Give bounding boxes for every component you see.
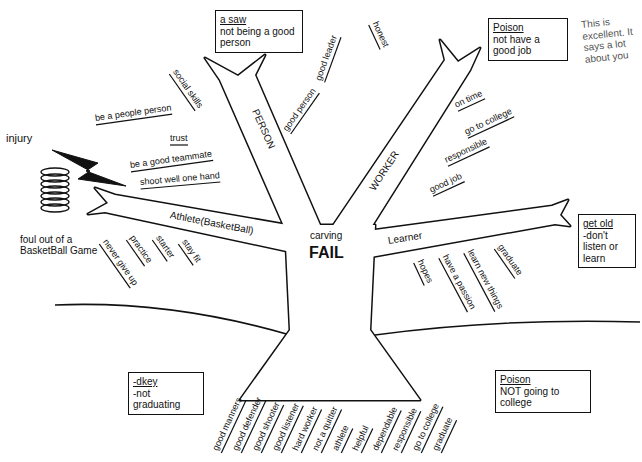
branch-fill: [88, 188, 305, 255]
twig-label: good person: [281, 86, 318, 133]
twig-label: shoot well one hand: [140, 170, 221, 187]
branch: [360, 200, 570, 258]
branch-label: carving: [310, 230, 342, 242]
note-box: Poisonnot have a good job: [488, 18, 568, 61]
ground-line: [375, 321, 640, 335]
twig-label: hopes: [415, 258, 435, 285]
branch-label: Athlete(BasketBall): [169, 209, 255, 237]
ground-line: [55, 304, 290, 335]
twig-label: athlete: [330, 423, 351, 452]
twig-label: on time: [453, 88, 484, 110]
twig-label: graduate: [496, 242, 525, 277]
branch-label: FAIL: [309, 244, 344, 262]
twig-label: stay fit: [180, 237, 203, 264]
box-text: -don't listen or learn: [583, 230, 631, 265]
twig-label: starter: [154, 233, 177, 260]
twig-line: [170, 144, 188, 145]
box-heading: get old: [583, 218, 631, 230]
twig-label: be a good teammate: [129, 149, 212, 171]
box-text: not have a good job: [493, 34, 563, 57]
branch: [330, 40, 480, 245]
twig-label: responsible: [443, 136, 489, 165]
twig-label: honest: [370, 20, 391, 49]
branch-fill: [360, 200, 570, 258]
twig-label: social skills: [171, 67, 205, 110]
branch-label: foul out of a BasketBall Game: [20, 234, 100, 257]
box-text: NOT going to college: [500, 386, 586, 409]
branch-fill: [330, 40, 480, 245]
box-text: -not graduating: [133, 388, 199, 411]
twig-label: good job: [428, 171, 464, 195]
twig-label: be a people person: [94, 102, 172, 123]
box-heading: Poison: [500, 374, 586, 386]
branch-label: injury: [6, 132, 32, 145]
branch-label: Learner: [387, 230, 423, 247]
twig-label: trust: [170, 133, 188, 143]
teacher-note: This is excellent. It says a lot about y…: [581, 13, 641, 64]
twig-label: practice: [128, 233, 155, 265]
box-heading: Poison: [493, 22, 563, 34]
twig-label: helpful: [350, 424, 371, 452]
note-box: PoisonNOT going to college: [495, 370, 591, 413]
branch-label: WORKER: [367, 149, 401, 193]
tree-outline: [88, 40, 570, 400]
box-heading: -dkey: [133, 376, 199, 388]
coil-loop: [41, 204, 69, 212]
box-heading: a saw: [220, 14, 298, 26]
note-box: get old-don't listen or learn: [578, 214, 636, 268]
twig-label: go to college: [463, 106, 514, 137]
branch-fill: [205, 55, 320, 240]
branch-label: PERSON: [250, 107, 278, 150]
box-text: not being a good person: [220, 26, 298, 49]
tree-fill: [88, 40, 570, 400]
twig-label: good leader: [313, 34, 339, 82]
note-box: a sawnot being a good person: [215, 10, 303, 53]
coil-spring: [41, 168, 69, 212]
note-box: -dkey-not graduating: [128, 372, 204, 415]
